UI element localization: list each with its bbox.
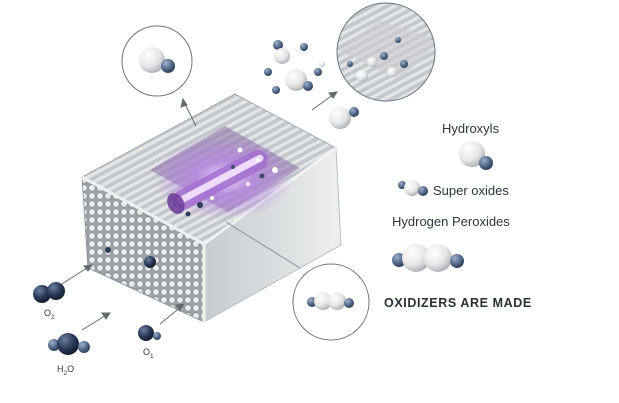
o1-molecule [138, 325, 161, 341]
input-arrows [61, 91, 339, 331]
h2o-molecule [48, 333, 90, 355]
o1-label: O1 [143, 347, 154, 360]
reactor-block [81, 93, 342, 323]
hydrogen-peroxides-label: Hydrogen Peroxides [392, 214, 510, 229]
uv-tube [167, 149, 268, 214]
callout-hydroxyl [121, 25, 193, 97]
callout-zoom [336, 2, 436, 102]
super-oxides-label: Super oxides [433, 183, 509, 198]
h2o-label: H2O [57, 364, 75, 377]
hydroxyls-label: Hydroxyls [442, 121, 500, 136]
hydrogen-peroxide-icon [392, 244, 464, 272]
o2-label: O2 [44, 308, 55, 321]
output-particles [264, 40, 359, 129]
super-oxide-icon [398, 180, 428, 196]
o2-molecule [33, 282, 65, 303]
callout-peroxide [292, 263, 370, 341]
hydroxyl-icon [459, 141, 493, 170]
reaction-particles [105, 147, 278, 268]
headline: OXIDIZERS ARE MADE [384, 296, 532, 310]
